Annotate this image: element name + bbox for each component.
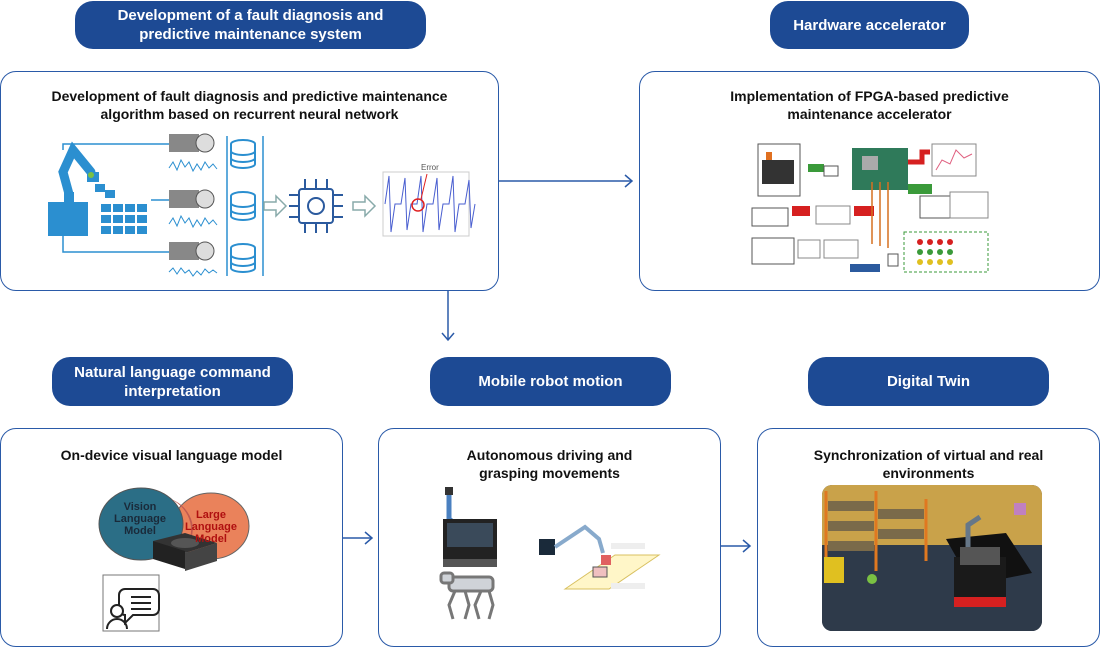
robot-motion-title: Autonomous driving and grasping movement…: [466, 447, 633, 481]
parts-grid-icon: [101, 204, 147, 234]
hardware-accelerator-header: Hardware accelerator: [770, 1, 969, 49]
motor-sensor-icons: [168, 133, 218, 277]
robot-motion-panel: Autonomous driving and grasping movement…: [378, 428, 721, 647]
nlc-header: Natural language command interpretation: [52, 357, 293, 406]
mobile-manipulator-icon: [443, 487, 497, 567]
nlc-panel: On-device visual language model Vision L…: [0, 428, 343, 647]
hardware-accelerator-title: Implementation of FPGA-based predictive …: [730, 88, 1009, 122]
fault-system-header: Development of a fault diagnosis and pre…: [75, 1, 426, 49]
vision-language-model-label: Vision Language Model: [114, 501, 166, 537]
robot-illustration: [439, 487, 661, 620]
robot-motion-header: Mobile robot motion: [430, 357, 671, 406]
fpga-system-diagram: [751, 143, 989, 273]
chip-device-icon: [153, 533, 217, 571]
warehouse-simulation-image: [822, 485, 1042, 631]
database-icons: [230, 139, 256, 273]
fault-diagnosis-title: Development of fault diagnosis and predi…: [51, 88, 448, 122]
neural-chip-icon: [289, 179, 343, 233]
digital-twin-panel: Synchronization of virtual and real envi…: [757, 428, 1100, 647]
digital-twin-title: Synchronization of virtual and real envi…: [813, 447, 1044, 481]
vlm-illustration: [98, 487, 250, 632]
error-label: Error: [421, 163, 439, 172]
digital-twin-header: Digital Twin: [808, 357, 1049, 406]
robot-arm-icon: [48, 141, 115, 236]
grasping-setup-icon: [539, 524, 661, 590]
fault-diagnosis-panel: Development of fault diagnosis and predi…: [0, 71, 499, 291]
hardware-accelerator-panel: Implementation of FPGA-based predictive …: [639, 71, 1100, 291]
error-waveform-chart: [382, 171, 476, 237]
rnn-pipeline-illustration: Error: [48, 133, 476, 277]
large-language-model-label: Large Language Model: [185, 509, 237, 545]
nlc-title: On-device visual language model: [60, 447, 283, 463]
quadruped-robot-icon: [439, 571, 495, 620]
